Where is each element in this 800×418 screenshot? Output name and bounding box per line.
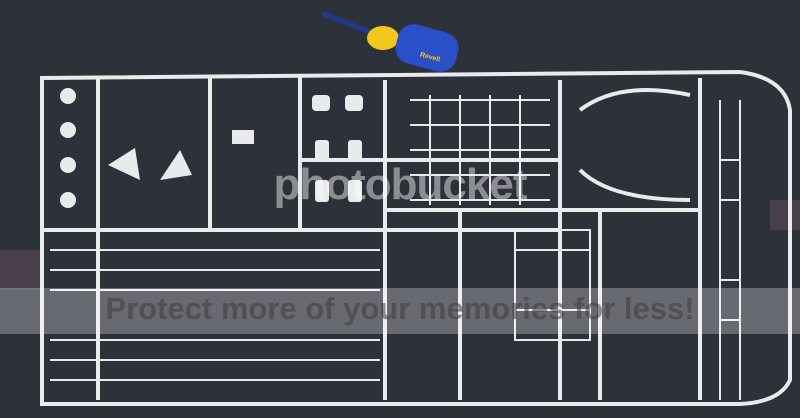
watermark-tagline: Protect more of your memories for less!: [105, 291, 695, 326]
watermark-logo: photobucket: [273, 160, 528, 209]
glue-bottle: Revell: [321, 11, 459, 72]
sprue-parts: [50, 95, 741, 400]
watermark-band: [0, 288, 800, 334]
sprue-shapes: [60, 88, 363, 208]
